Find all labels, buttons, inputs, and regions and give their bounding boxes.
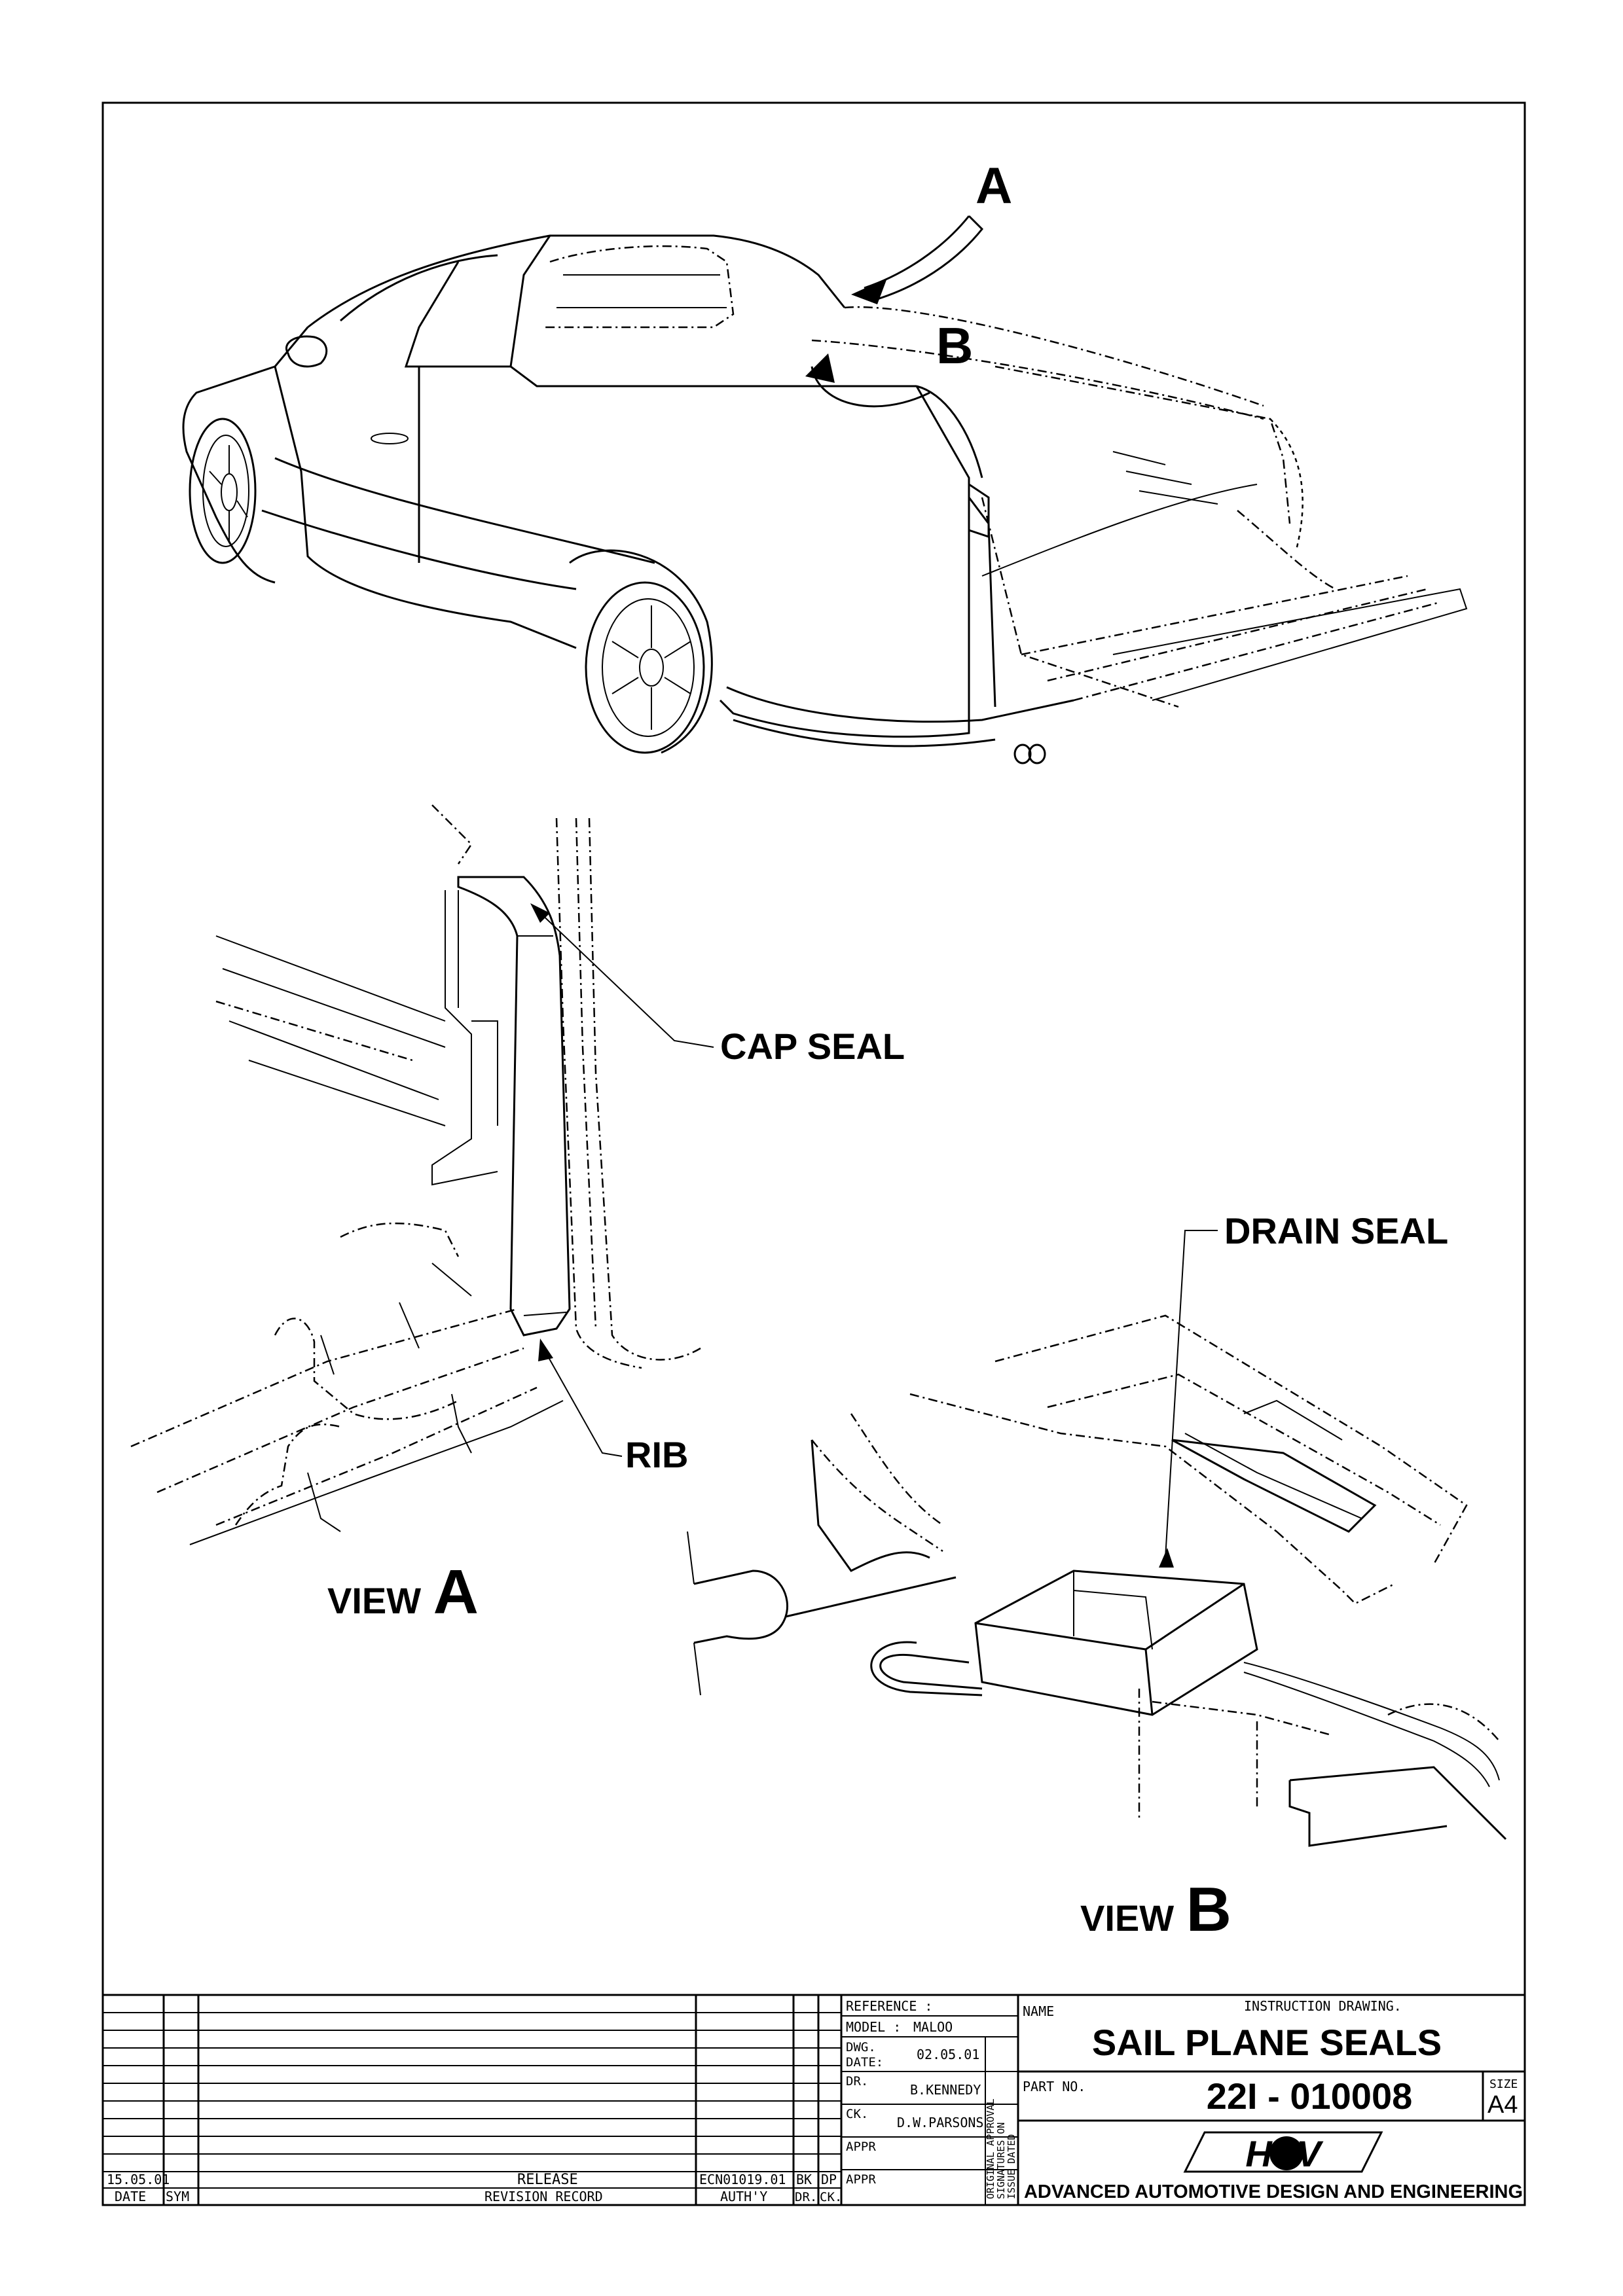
callout-arrow-a: A: [851, 156, 1012, 304]
appr-label-2: APPR: [846, 2172, 876, 2187]
dwg-date-value: 02.05.01: [917, 2047, 979, 2062]
svg-text:SIGNATURES ON: SIGNATURES ON: [995, 2123, 1007, 2199]
arrow-b-label: B: [936, 317, 973, 374]
cap-seal-label: CAP SEAL: [720, 1026, 905, 1067]
view-a-detail: CAP SEAL RIB VIEW A: [130, 804, 905, 1627]
size-value: A4: [1487, 2091, 1518, 2119]
drain-seal-label: DRAIN SEAL: [1224, 1210, 1448, 1251]
approval-vertical-note: ORIGINAL APPROVAL SIGNATURES ON ISSUE DA…: [985, 2098, 1017, 2199]
part-no: 22I - 010008: [1207, 2075, 1412, 2117]
col-revision-record: REVISION RECORD: [484, 2189, 603, 2204]
reference-label: REFERENCE :: [846, 1998, 932, 2014]
view-a-caption: VIEW A: [327, 1557, 479, 1627]
drawing-type: INSTRUCTION DRAWING.: [1244, 1998, 1402, 2014]
col-sym: SYM: [166, 2189, 189, 2204]
col-authy: AUTH'Y: [720, 2189, 767, 2204]
size-label: SIZE: [1489, 2077, 1518, 2091]
col-ck: CK.: [820, 2190, 842, 2204]
dr-value: B.KENNEDY: [910, 2082, 981, 2098]
revision-date: 15.05.01: [107, 2172, 170, 2187]
callout-arrow-b: B: [805, 317, 973, 408]
view-b-caption: VIEW B: [1080, 1874, 1231, 1945]
arrow-a-label: A: [976, 156, 1012, 214]
col-date: DATE: [115, 2189, 146, 2204]
part-no-label: PART NO.: [1023, 2079, 1085, 2094]
dr-label: DR.: [846, 2074, 868, 2089]
rib-label: RIB: [625, 1434, 688, 1475]
revision-grid-lines: [103, 2012, 841, 2189]
model-value: MALOO: [913, 2019, 953, 2035]
dwg-date-label-1: DWG.: [846, 2040, 876, 2054]
company-name: ADVANCED AUTOMOTIVE DESIGN AND ENGINEERI…: [1024, 2181, 1523, 2202]
ck-label: CK.: [846, 2107, 868, 2121]
hsv-logo: HSV: [1183, 2131, 1383, 2174]
ck-value: D.W.PARSONS: [897, 2115, 983, 2130]
rear-wheel: [569, 549, 713, 754]
drawing-border: [101, 101, 1526, 2206]
model-label: MODEL :: [846, 2019, 901, 2035]
view-b-detail: DRAIN SEAL VIEW B: [687, 1210, 1507, 1945]
title-block: 15.05.01 RELEASE ECN01019.01 BK DP DATE …: [101, 1994, 1526, 2206]
svg-text:ORIGINAL APPROVAL: ORIGINAL APPROVAL: [985, 2098, 996, 2199]
revision-release-text: RELEASE: [517, 2172, 578, 2188]
appr-label-1: APPR: [846, 2140, 876, 2154]
name-label: NAME: [1023, 2003, 1054, 2019]
dwg-date-label-2: DATE:: [846, 2055, 883, 2070]
revision-bk: BK: [796, 2172, 812, 2187]
front-wheel: [189, 418, 257, 564]
drawing-title: SAIL PLANE SEALS: [1092, 2022, 1442, 2063]
revision-dp: DP: [821, 2172, 837, 2187]
vehicle-illustration: A B: [182, 156, 1468, 764]
revision-ecn: ECN01019.01: [699, 2172, 786, 2187]
col-dr: DR.: [795, 2190, 817, 2204]
svg-text:ISSUE DATED: ISSUE DATED: [1006, 2134, 1017, 2199]
